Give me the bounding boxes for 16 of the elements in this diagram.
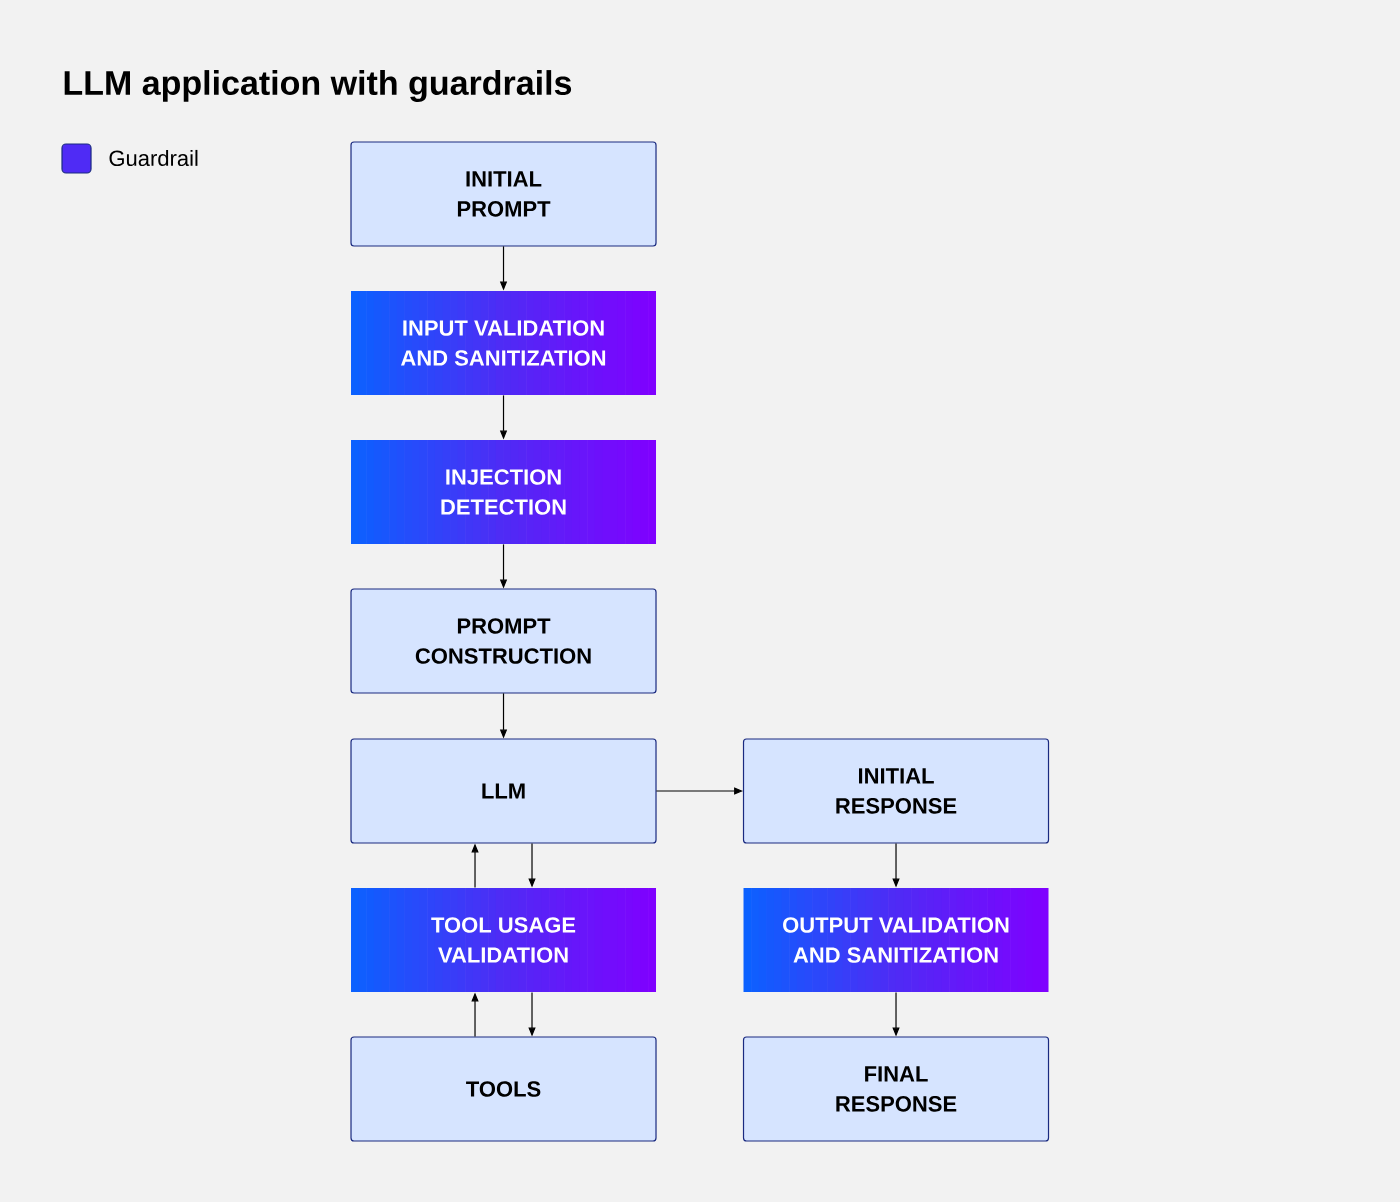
guardrail-box: INPUT VALIDATION AND SANITIZATION: [351, 291, 656, 395]
process-box: TOOLS: [350, 1036, 657, 1142]
node-label: INPUT VALIDATION AND SANITIZATION: [400, 320, 606, 366]
legend-label: Guardrail: [109, 149, 198, 167]
node-label: OUTPUT VALIDATION AND SANITIZATION: [783, 917, 1009, 963]
guardrail-box: TOOL USAGE VALIDATION: [351, 888, 656, 992]
process-box: FINAL RESPONSE: [742, 1036, 1050, 1142]
guardrail-box: OUTPUT VALIDATION AND SANITIZATION: [743, 888, 1049, 992]
guardrail-box: INJECTION DETECTION: [351, 440, 656, 544]
process-box: LLM: [350, 738, 657, 844]
process-box: PROMPT CONSTRUCTION: [350, 588, 657, 694]
node-label: TOOL USAGE VALIDATION: [431, 917, 576, 963]
node-label: INJECTION DETECTION: [441, 469, 566, 515]
title: LLM application with guardrails: [64, 70, 572, 102]
process-box: INITIAL RESPONSE: [742, 738, 1050, 844]
process-box: INITIAL PROMPT: [350, 141, 657, 247]
